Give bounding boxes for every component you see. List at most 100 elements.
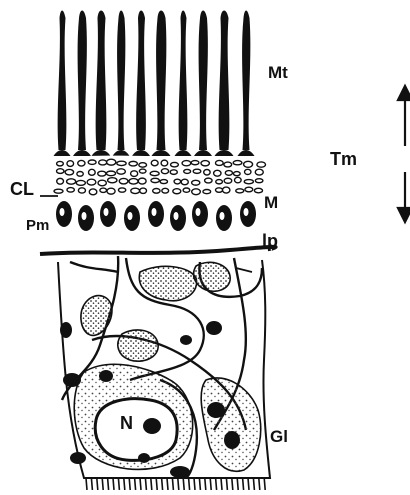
vesicle [76, 180, 85, 185]
fringe-line [129, 478, 130, 490]
mitochondrion-crista-1 [60, 208, 65, 216]
mitochondrion-crista-9 [244, 208, 249, 216]
vesicle [57, 161, 64, 165]
vesicle [216, 180, 223, 184]
vesicle [224, 162, 232, 167]
basal-fringe [86, 478, 265, 490]
vesicle [151, 178, 159, 182]
column-base-3 [92, 150, 111, 156]
label-m: M [264, 194, 278, 211]
vesicle [162, 188, 169, 193]
vesicle [139, 163, 147, 167]
label-pm: Pm [26, 218, 49, 233]
vesicle [215, 160, 223, 165]
fringe-line [194, 478, 195, 490]
vesicle [233, 161, 242, 165]
column-8 [199, 11, 208, 151]
fringe-line [210, 478, 211, 490]
fringe-line [113, 478, 114, 490]
fringe-line [91, 478, 92, 490]
column-base-2 [73, 150, 91, 156]
fringe-line [259, 478, 260, 490]
fringe-line [226, 478, 227, 490]
vesicle [139, 169, 146, 173]
vesicle [255, 169, 263, 175]
column-base-7 [175, 150, 192, 156]
vesicle [170, 170, 177, 175]
vesicle [131, 171, 138, 177]
vesicle [192, 189, 201, 195]
mitochondrion-crista-6 [174, 212, 179, 220]
label-mt: Mt [268, 64, 288, 81]
column-10 [242, 11, 250, 151]
vesicle [222, 187, 229, 193]
vesicle [153, 188, 160, 193]
mitochondria-row [56, 201, 256, 231]
vesicle [108, 178, 117, 183]
vesicle [215, 188, 222, 192]
vesicle [245, 187, 253, 192]
vesicle [244, 180, 253, 184]
vesicle [225, 171, 232, 176]
fringe-line [178, 478, 179, 490]
label-gl: Gl [270, 428, 288, 445]
label-cl: CL [10, 180, 34, 198]
vesicle [87, 179, 96, 185]
vesicle [233, 172, 240, 176]
fringe-line [232, 478, 233, 490]
vesicle [150, 171, 159, 175]
vesicle [151, 160, 158, 166]
vesicle [236, 189, 244, 193]
column-base-5 [132, 150, 150, 156]
vesicle [98, 180, 106, 186]
fringe-line [237, 478, 238, 490]
vesicle [214, 170, 221, 176]
column-base-6 [152, 150, 171, 156]
column-9 [219, 11, 230, 151]
vesicle [88, 160, 96, 164]
vesicle [205, 178, 212, 183]
mitochondrion-crista-8 [220, 212, 225, 220]
vesicle [245, 169, 251, 174]
vesicle [192, 180, 200, 185]
vesicle [78, 160, 85, 166]
fringe-line [189, 478, 190, 490]
nucleolus [143, 418, 161, 434]
vesicle [57, 169, 64, 174]
fringe-line [118, 478, 119, 490]
fringe-line [151, 478, 152, 490]
mitochondrion-crista-3 [104, 208, 109, 216]
vesicle [181, 179, 188, 184]
vesicle [138, 178, 146, 184]
vesicle [193, 169, 201, 173]
microtubule-columns [54, 11, 255, 157]
fringe-line [221, 478, 222, 490]
column-2 [78, 11, 87, 151]
vesicle [67, 188, 74, 192]
column-5 [136, 11, 146, 151]
vesicle [203, 190, 211, 194]
column-base-8 [194, 150, 212, 156]
column-1 [58, 11, 67, 151]
vesicle [244, 161, 253, 167]
plasma-membrane-line [40, 247, 276, 254]
vesicle [161, 169, 168, 174]
vesicle [171, 162, 179, 166]
mitochondrion-crista-7 [196, 208, 201, 216]
fringe-line [172, 478, 173, 490]
fringe-line [248, 478, 249, 490]
vesicle [107, 159, 116, 165]
vesicle [98, 171, 106, 176]
fringe-line [124, 478, 125, 490]
column-7 [179, 11, 188, 151]
vesicle [173, 189, 181, 194]
vesicle [174, 179, 181, 184]
vesicle [57, 178, 64, 184]
vesicle [201, 161, 209, 166]
vesicle [106, 171, 115, 176]
vesicle [255, 179, 263, 183]
fringe-line [156, 478, 157, 490]
fringe-line [86, 478, 87, 490]
